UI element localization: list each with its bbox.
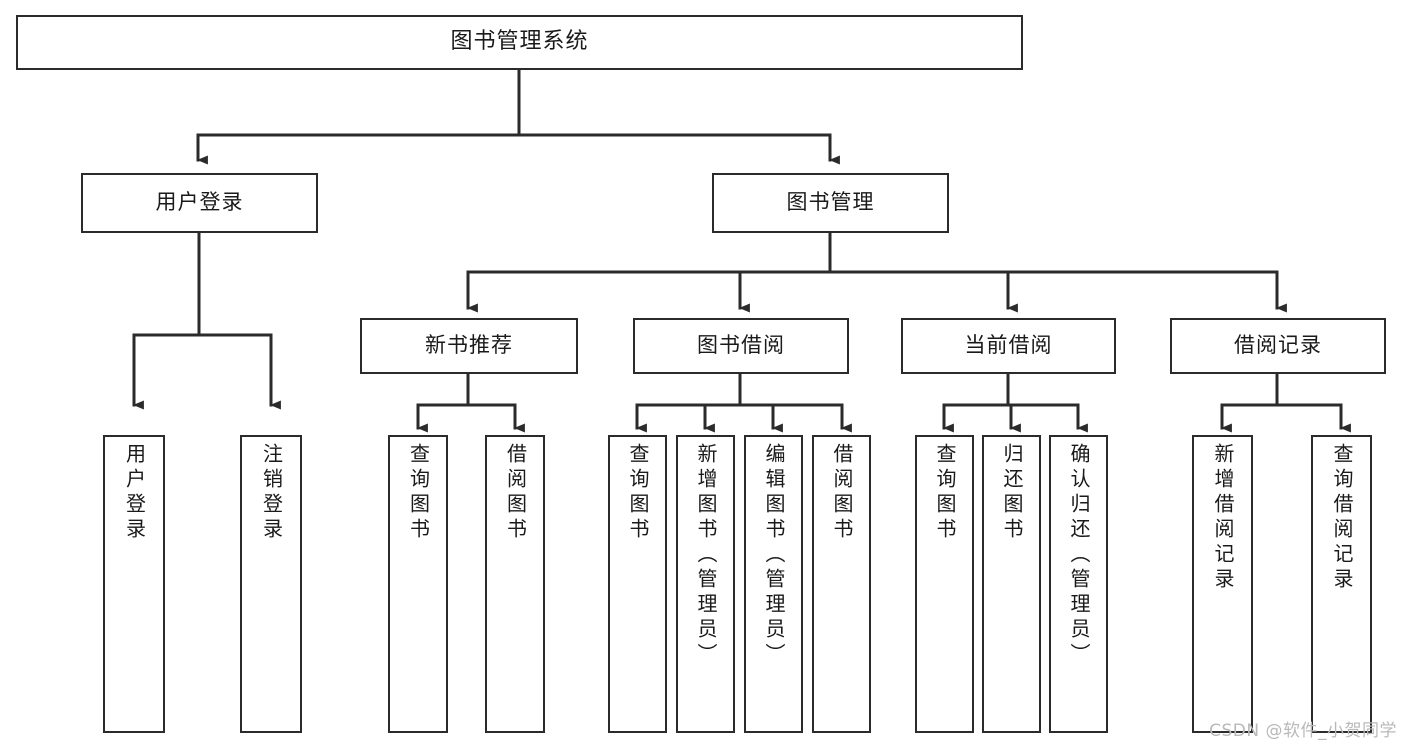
leaf-query-borrow-record-label: 查询借阅记录 [1330,443,1354,593]
leaf-query-book-current-label: 查询图书 [933,443,957,543]
leaf-logout-label: 注销登录 [259,443,284,543]
leaf-query-book-newbook-label: 查询图书 [406,443,431,543]
leaf-query-book-borrow-label: 查询图书 [626,443,650,543]
leaf-borrow-book-newbook[interactable]: 借阅图书 [485,435,545,733]
leaf-query-book-newbook[interactable]: 查询图书 [388,435,448,733]
leaf-query-book-borrow[interactable]: 查询图书 [608,435,667,733]
leaf-confirm-return-admin[interactable]: 确认归还（管理员） [1049,435,1108,733]
leaf-add-book-admin-label: 新增图书（管理员） [694,443,718,668]
leaf-add-book-admin[interactable]: 新增图书（管理员） [676,435,735,733]
node-current-borrow-label: 当前借阅 [964,333,1053,358]
leaf-query-borrow-record[interactable]: 查询借阅记录 [1311,435,1372,733]
node-user-login-label: 用户登录 [155,190,244,215]
node-root-label: 图书管理系统 [450,29,589,55]
node-user-login[interactable]: 用户登录 [81,173,318,233]
leaf-query-book-current[interactable]: 查询图书 [915,435,974,733]
leaf-add-borrow-record[interactable]: 新增借阅记录 [1192,435,1253,733]
leaf-borrow-book-label: 借阅图书 [830,443,854,543]
node-book-borrow-label: 图书借阅 [697,333,785,358]
node-book-management-label: 图书管理 [786,190,875,215]
leaf-logout[interactable]: 注销登录 [240,435,302,733]
node-new-book-recommend[interactable]: 新书推荐 [360,318,578,374]
node-book-management[interactable]: 图书管理 [712,173,949,233]
leaf-edit-book-admin-label: 编辑图书（管理员） [762,443,786,668]
leaf-add-borrow-record-label: 新增借阅记录 [1211,443,1235,593]
leaf-borrow-book-newbook-label: 借阅图书 [503,443,528,543]
leaf-borrow-book[interactable]: 借阅图书 [812,435,871,733]
leaf-user-login-label: 用户登录 [122,443,147,543]
leaf-edit-book-admin[interactable]: 编辑图书（管理员） [744,435,803,733]
leaf-return-book[interactable]: 归还图书 [982,435,1041,733]
node-borrow-records-label: 借阅记录 [1234,333,1322,358]
node-new-book-recommend-label: 新书推荐 [425,333,513,358]
node-borrow-records[interactable]: 借阅记录 [1170,318,1386,374]
node-current-borrow[interactable]: 当前借阅 [901,318,1116,374]
node-root[interactable]: 图书管理系统 [16,15,1023,70]
node-book-borrow[interactable]: 图书借阅 [633,318,849,374]
leaf-user-login[interactable]: 用户登录 [103,435,165,733]
leaf-confirm-return-admin-label: 确认归还（管理员） [1067,443,1091,668]
csdn-watermark: CSDN @软件_小贺同学 [1209,721,1397,741]
leaf-return-book-label: 归还图书 [1000,443,1024,543]
